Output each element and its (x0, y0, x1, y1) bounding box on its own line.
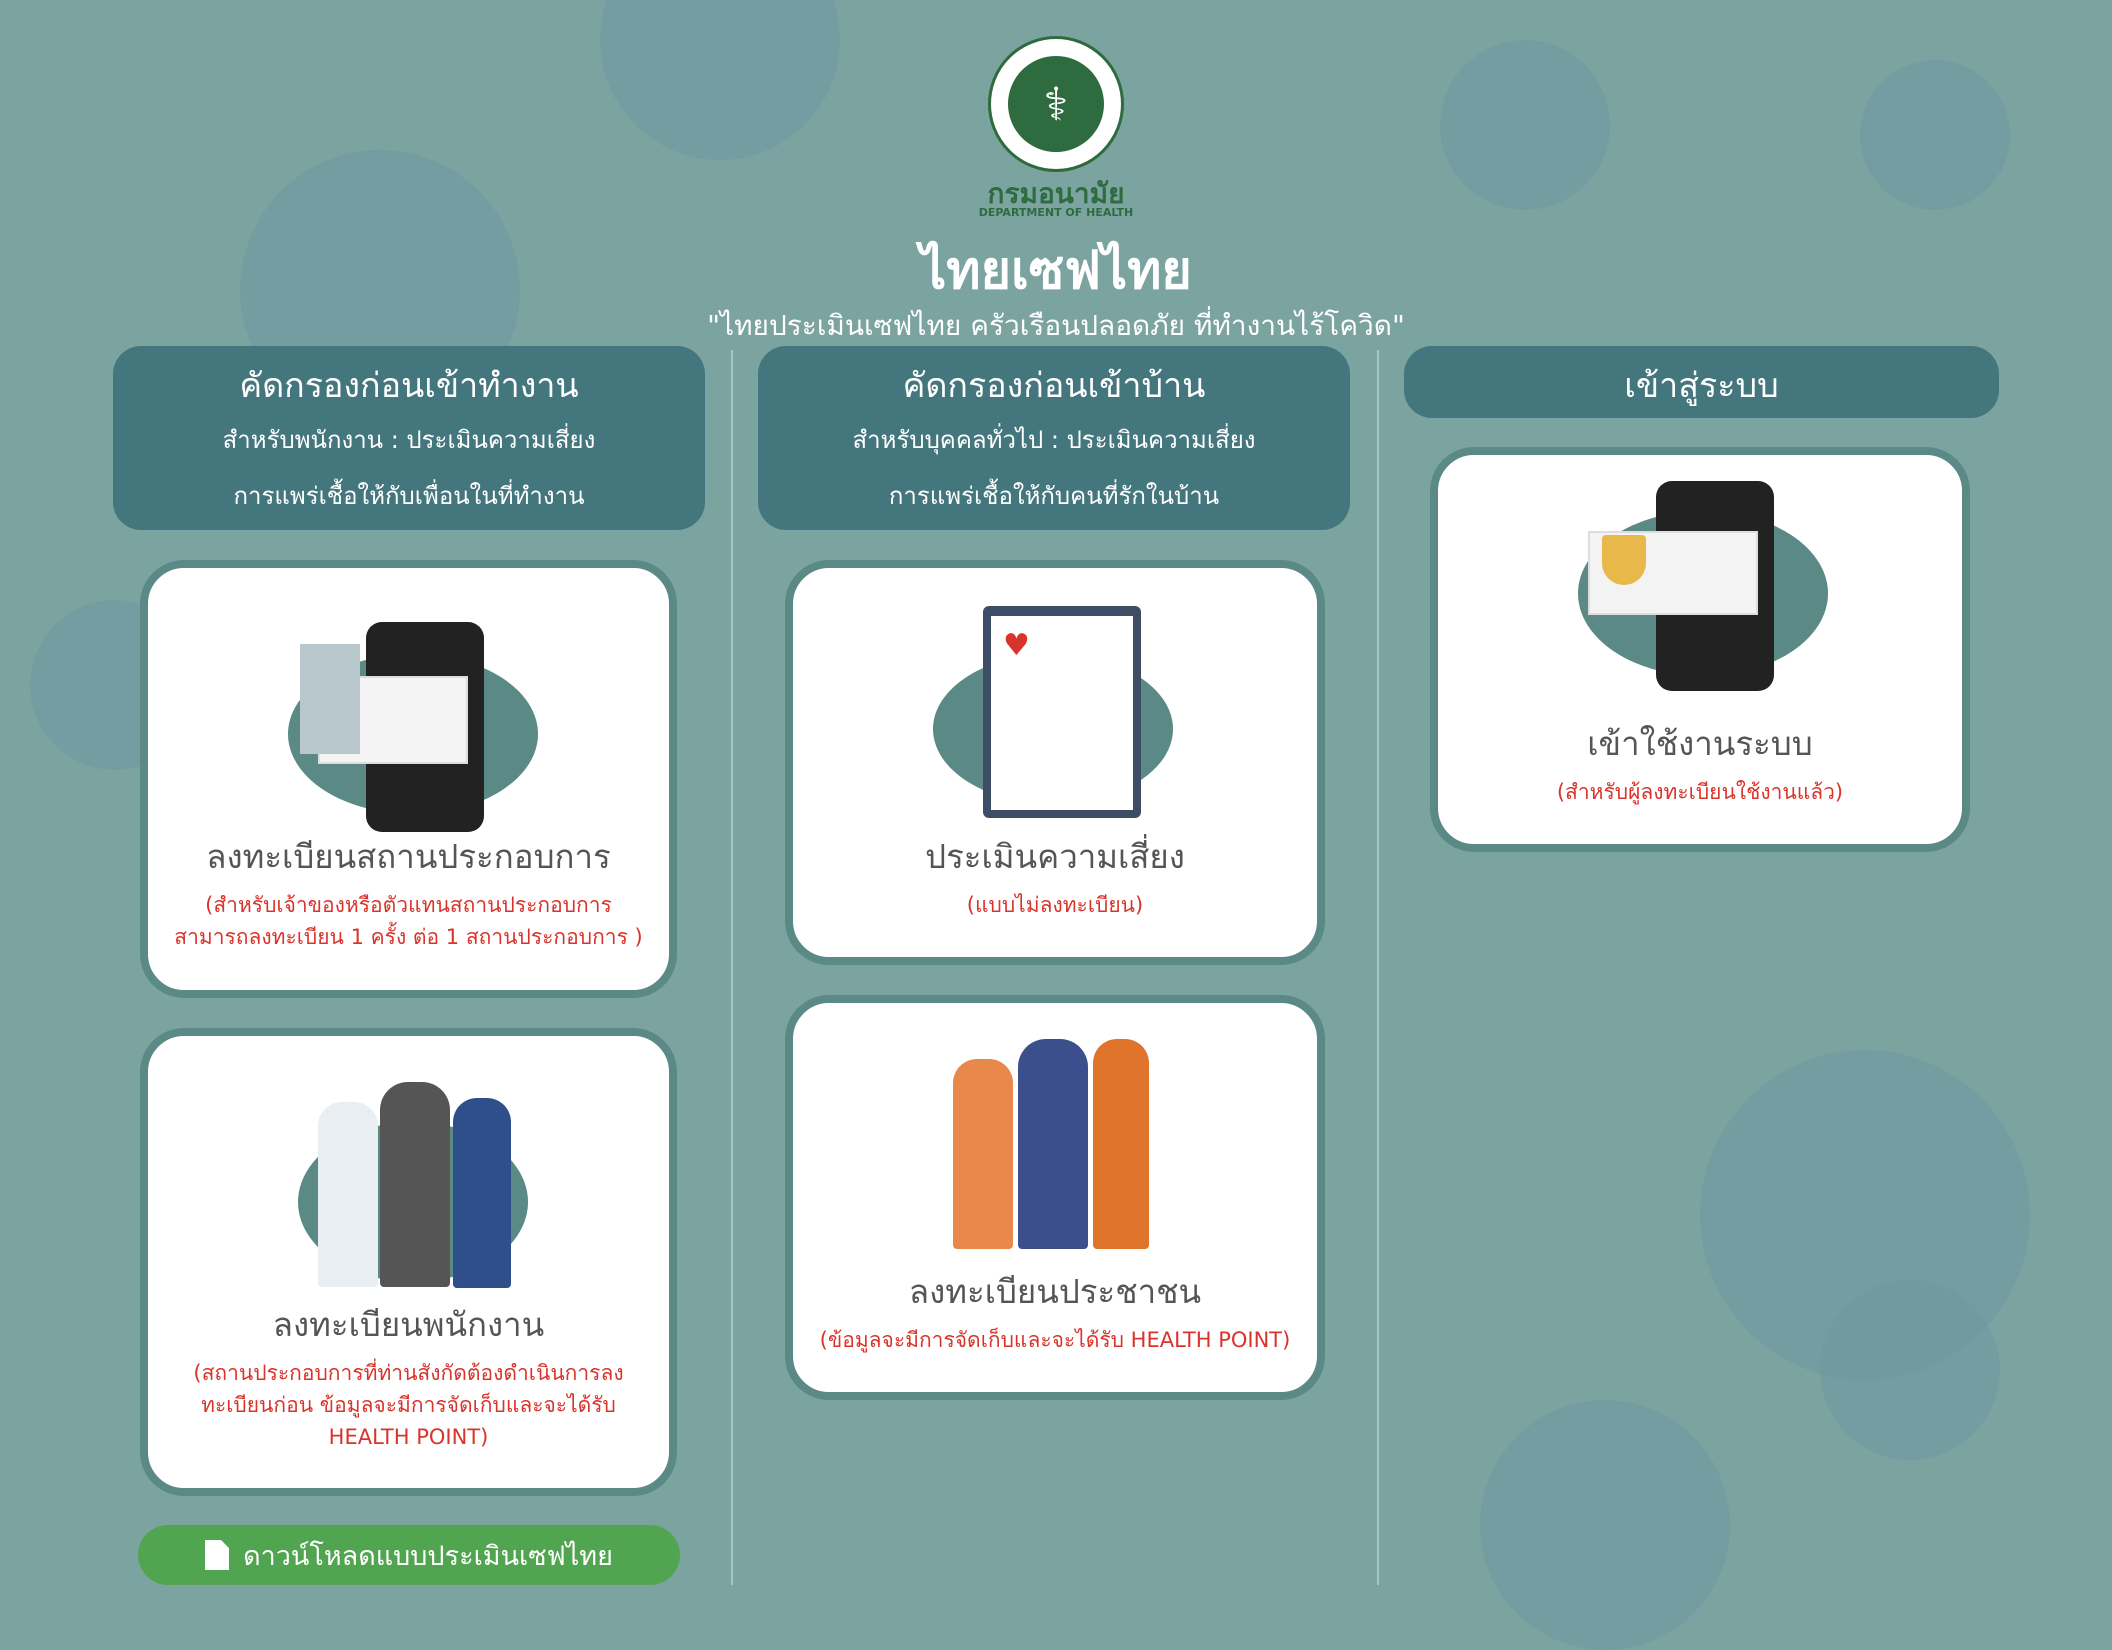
login-card[interactable]: เข้าใช้งานระบบ (สำหรับผู้ลงทะเบียนใช้งาน… (1430, 447, 1970, 852)
virus-decoration (1480, 1400, 1730, 1650)
clipboard-icon: ♥ (793, 594, 1317, 824)
register-citizen-card[interactable]: ลงทะเบียนประชาชน (ข้อมูลจะมีการจัดเก็บแล… (785, 995, 1325, 1400)
header-line: การแพร่เชื้อให้กับคนที่รักในบ้าน (888, 482, 1220, 510)
card-title: ลงทะเบียนประชาชน (908, 1272, 1202, 1311)
virus-decoration (1440, 40, 1610, 210)
ministry-logo: ⚕ (988, 36, 1124, 172)
download-assessment-button[interactable]: ดาวน์โหลดแบบประเมินเซฟไทย (138, 1525, 680, 1585)
header-line: การแพร่เชื้อให้กับเพื่อนในที่ทำงาน (233, 482, 585, 510)
virus-decoration (1860, 60, 2010, 210)
header-line: สำหรับบุคคลทั่วไป : ประเมินความเสี่ยง (852, 426, 1256, 454)
login-header: เข้าสู่ระบบ (1404, 346, 1999, 418)
phone-building-icon (148, 594, 669, 832)
virus-decoration (600, 0, 840, 160)
department-name-th: กรมอนามัย (987, 177, 1125, 210)
file-icon (205, 1540, 230, 1570)
risk-assessment-card[interactable]: ♥ ประเมินความเสี่ยง (แบบไม่ลงทะเบียน) (785, 560, 1325, 965)
card-title: ลงทะเบียนพนักงาน (272, 1305, 545, 1344)
citizens-icon (793, 1029, 1317, 1259)
header-title: คัดกรองก่อนเข้าบ้าน (902, 366, 1206, 406)
caduceus-icon: ⚕ (1008, 56, 1104, 152)
register-employee-card[interactable]: ลงทะเบียนพนักงาน (สถานประกอบการที่ท่านสั… (140, 1028, 677, 1496)
page-subtitle: "ไทยประเมินเซฟไทย ครัวเรือนปลอดภัย ที่ทำ… (707, 309, 1405, 342)
work-screening-header: คัดกรองก่อนเข้าทำงาน สำหรับพนักงาน : ประ… (113, 346, 705, 530)
card-note: (สถานประกอบการที่ท่านสังกัดต้องดำเนินการ… (193, 1361, 624, 1449)
workers-icon (148, 1062, 669, 1292)
column-divider (731, 350, 733, 1585)
card-title: ลงทะเบียนสถานประกอบการ (206, 837, 611, 876)
header-line: สำหรับพนักงาน : ประเมินความเสี่ยง (222, 426, 596, 454)
column-divider (1377, 350, 1379, 1585)
header-title: เข้าสู่ระบบ (1624, 366, 1779, 406)
virus-decoration (1820, 1280, 2000, 1460)
card-note: (แบบไม่ลงทะเบียน) (966, 893, 1144, 917)
register-business-card[interactable]: ลงทะเบียนสถานประกอบการ (สำหรับเจ้าของหรื… (140, 560, 677, 998)
department-name-en: DEPARTMENT OF HEALTH (978, 206, 1134, 219)
card-note: (สำหรับผู้ลงทะเบียนใช้งานแล้ว) (1556, 780, 1844, 804)
phone-shield-icon (1438, 481, 1962, 711)
card-note: (ข้อมูลจะมีการจัดเก็บและจะได้รับ HEALTH … (819, 1328, 1291, 1352)
card-title: เข้าใช้งานระบบ (1587, 724, 1813, 763)
home-screening-header: คัดกรองก่อนเข้าบ้าน สำหรับบุคคลทั่วไป : … (758, 346, 1350, 530)
page-title: ไทยเซฟไทย (920, 241, 1192, 301)
card-title: ประเมินความเสี่ยง (925, 837, 1185, 876)
button-label: ดาวน์โหลดแบบประเมินเซฟไทย (243, 1540, 613, 1572)
card-note: (สำหรับเจ้าของหรือตัวแทนสถานประกอบการ สา… (174, 893, 643, 949)
header-title: คัดกรองก่อนเข้าทำงาน (239, 366, 579, 406)
